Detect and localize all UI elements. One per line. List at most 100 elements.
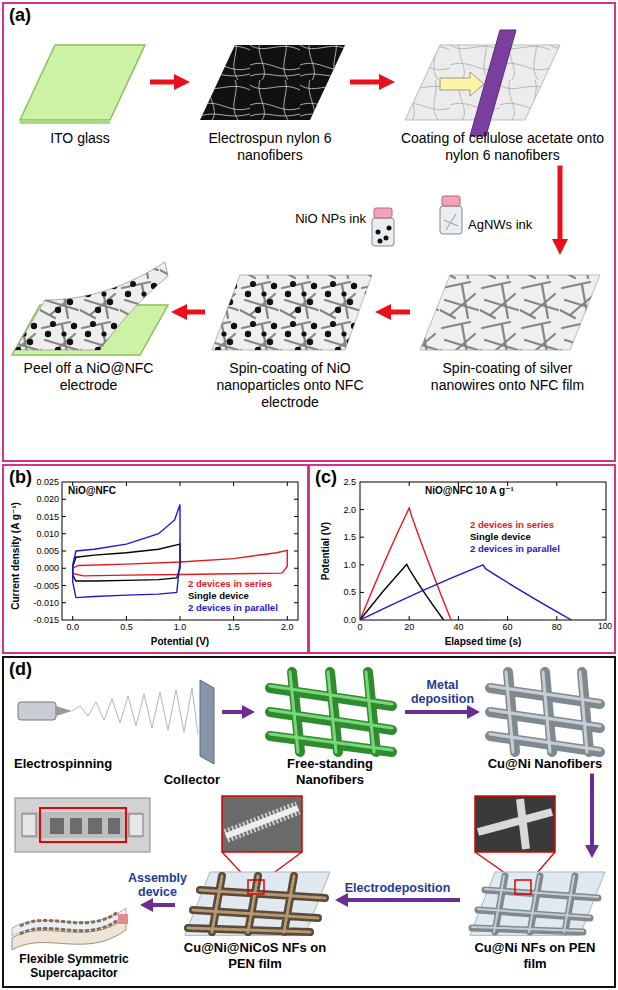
ito-glass — [20, 45, 145, 120]
agnws-ink-vial — [440, 196, 462, 234]
step-caption: Cu@Ni NFs on PEN film — [462, 940, 608, 971]
pen-film-cu-ni — [470, 872, 605, 935]
gcd-chart — [360, 482, 606, 620]
process-step: Electrospun nylon 6 nanofibers — [190, 30, 350, 166]
process-arrow — [150, 80, 174, 85]
series-label: Single device — [188, 591, 249, 602]
panel-letter: (c) — [310, 466, 342, 490]
tick-label: -0.015 — [33, 615, 59, 625]
tick-label: 0.005 — [36, 546, 59, 556]
axis-title: Current density (A g⁻¹) — [10, 502, 22, 610]
arrow-label: Electrodeposition — [345, 881, 451, 895]
agnws-ink-vial — [444, 214, 458, 230]
tick-label: 0.000 — [36, 563, 59, 573]
tick-label: -0.005 — [33, 580, 59, 590]
ink-label: NiO NPs ink — [295, 212, 366, 227]
tick-label: 100 — [598, 622, 612, 632]
peeled-electrode — [12, 262, 168, 355]
tick-label: 2.5 — [343, 477, 356, 487]
sem-inset-cu-ni — [475, 796, 555, 880]
silver-nanowire-film — [420, 275, 600, 350]
series-label: 2 devices in series — [470, 520, 554, 531]
tick-label: 1.5 — [227, 622, 240, 632]
flexible-supercapacitor — [12, 908, 128, 950]
nio-ink-vial — [387, 226, 392, 231]
device-photo-inset — [40, 808, 126, 842]
cellulose-coating — [440, 72, 484, 96]
process-arrow — [391, 310, 410, 315]
gcd-chart — [360, 508, 451, 620]
process-step: Flexible Symmetric Supercapacitor — [8, 870, 140, 983]
electrospinning-setup — [18, 702, 56, 720]
sem-inset-cu-ni — [478, 799, 552, 849]
panel-letter: (a) — [4, 4, 36, 28]
process-arrow — [558, 166, 563, 239]
tick-label: 0.025 — [36, 477, 59, 487]
ito-glass — [20, 45, 145, 124]
process-arrow — [590, 774, 594, 845]
nio-ink-vial — [378, 239, 383, 244]
gcd-chart — [360, 508, 572, 620]
device-photo-inset — [50, 818, 120, 834]
cv-chart — [62, 482, 298, 620]
cu-ni-nanofiber-mesh — [490, 672, 600, 752]
axis-title: Elapsed time (s) — [445, 636, 522, 648]
panel-frame: (b) — [2, 464, 309, 654]
pen-film-cu-ni — [515, 880, 531, 894]
axis-title: Potential (V) — [320, 522, 332, 580]
tick-label: 0.0 — [343, 615, 356, 625]
pen-film-nicos — [188, 876, 325, 932]
process-step: Cu@Ni Nanofibers — [480, 668, 610, 774]
tick-label: 0.5 — [120, 622, 133, 632]
tick-label: 20 — [404, 622, 414, 632]
gcd-chart — [360, 482, 606, 620]
pen-film-cu-ni — [472, 876, 598, 932]
cellulose-coating — [405, 30, 560, 136]
process-arrow — [348, 898, 460, 902]
tick-label: 80 — [552, 622, 562, 632]
green-nanofiber-mesh — [270, 672, 392, 752]
electrospinning-setup — [72, 688, 198, 734]
process-step: Cu@Ni@NiCoS NFs on PEN film — [175, 858, 335, 973]
cu-ni-nanofiber-mesh — [490, 672, 600, 752]
process-arrow — [405, 710, 467, 714]
sem-inset-nicos — [226, 808, 298, 836]
nio-ink-vial — [372, 208, 394, 246]
arrow-label: Assembly device — [123, 871, 193, 900]
process-step: Free-standing Nanofibers — [255, 668, 405, 789]
green-nanofiber-mesh — [270, 672, 392, 752]
process-step: Coating of cellulose acetate onto nylon … — [395, 30, 610, 166]
series-label: 2 devices in parallel — [188, 603, 278, 614]
step-caption: Spin-coating of NiO nanoparticles onto N… — [207, 360, 373, 410]
panel-frame: (d)ElectrospinningCollectorFree-standing… — [2, 656, 616, 988]
series-label: 2 devices in parallel — [470, 544, 560, 555]
cu-ni-nanofiber-mesh — [490, 672, 600, 752]
tick-label: 1.0 — [174, 622, 187, 632]
tick-label: 60 — [503, 622, 513, 632]
ink-label: AgNWs ink — [468, 218, 532, 233]
peeled-electrode — [15, 262, 168, 350]
sem-inset-cu-ni — [475, 796, 555, 852]
cv-chart — [73, 504, 180, 597]
gcd-chart — [360, 564, 444, 620]
step-caption: ITO glass — [12, 130, 148, 147]
axis-title: Potential (V) — [151, 636, 209, 648]
pen-film-cu-ni — [470, 872, 605, 935]
arrow-label: Metal deposition — [406, 678, 480, 707]
flexible-supercapacitor — [20, 912, 118, 926]
process-arrow — [153, 903, 175, 907]
process-step: Spin-coating of silver nanowires onto NF… — [410, 255, 605, 396]
process-arrow — [222, 710, 242, 714]
tick-label: 0.5 — [343, 587, 356, 597]
step-caption: Spin-coating of silver nanowires onto NF… — [412, 360, 603, 394]
electrospinning-setup — [18, 680, 214, 764]
tick-label: 40 — [453, 622, 463, 632]
panel-letter: (d) — [4, 658, 37, 682]
panel-letter: (b) — [4, 466, 37, 490]
ito-glass — [20, 120, 110, 124]
process-step: Peel off a NiO@NFC electrode — [6, 255, 171, 396]
agnws-ink-vial — [440, 206, 462, 234]
series-label: 2 devices in series — [188, 579, 272, 590]
tick-label: 1.0 — [343, 560, 356, 570]
step-caption: Cu@Ni Nanofibers — [482, 756, 608, 772]
